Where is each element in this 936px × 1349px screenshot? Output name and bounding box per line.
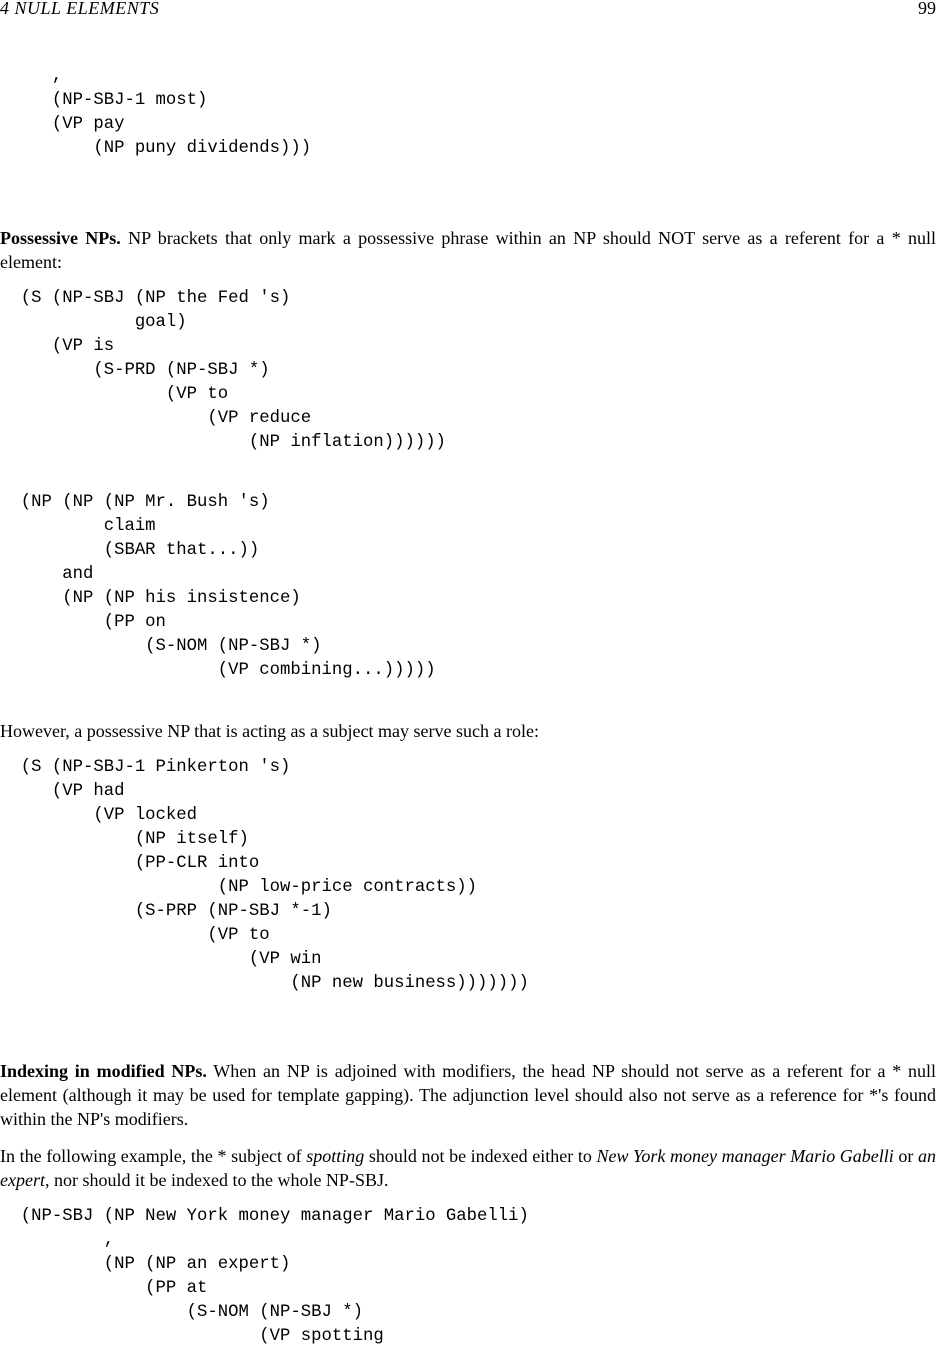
indexing-text: When an NP is adjoined with modifiers, t…: [0, 1061, 936, 1129]
code-block-dividends: , (NP-SBJ-1 most) (VP pay (NP puny divid…: [51, 67, 312, 158]
paragraph-example: In the following example, the * subject …: [0, 1144, 936, 1192]
heading-possessive-nps: Possessive NPs.: [0, 228, 121, 248]
example-term-expert: an expert: [0, 1146, 936, 1190]
code-block-fed-goal: (S (NP-SBJ (NP the Fed 's) goal) (VP is …: [20, 289, 446, 452]
example-term-spotting: spotting: [306, 1146, 365, 1166]
paragraph-possessive-nps: Possessive NPs. NP brackets that only ma…: [0, 226, 936, 274]
example-text-3: or: [893, 1146, 918, 1166]
example-term-gabelli: New York money manager Mario Gabelli: [596, 1146, 894, 1166]
heading-indexing-modified-nps: Indexing in modified NPs.: [0, 1061, 207, 1081]
code-block-bush-claim: (NP (NP (NP Mr. Bush 's) claim (SBAR tha…: [20, 493, 436, 680]
paragraph-indexing-modified-nps: Indexing in modified NPs. When an NP is …: [0, 1059, 936, 1131]
code-block-gabelli: (NP-SBJ (NP New York money manager Mario…: [20, 1207, 529, 1346]
page-number: 99: [918, 0, 936, 18]
example-text-4: , nor should it be indexed to the whole …: [44, 1170, 389, 1190]
code-block-pinkerton: (S (NP-SBJ-1 Pinkerton 's) (VP had (VP l…: [20, 758, 529, 993]
section-title: 4 NULL ELEMENTS: [0, 0, 160, 18]
running-header: 4 NULL ELEMENTS 99: [0, 0, 936, 22]
example-text-1: In the following example, the * subject …: [0, 1146, 307, 1166]
possessive-nps-text: NP brackets that only mark a possessive …: [0, 228, 936, 272]
example-text-2: should not be indexed either to: [364, 1146, 597, 1166]
paragraph-however: However, a possessive NP that is acting …: [0, 721, 539, 741]
